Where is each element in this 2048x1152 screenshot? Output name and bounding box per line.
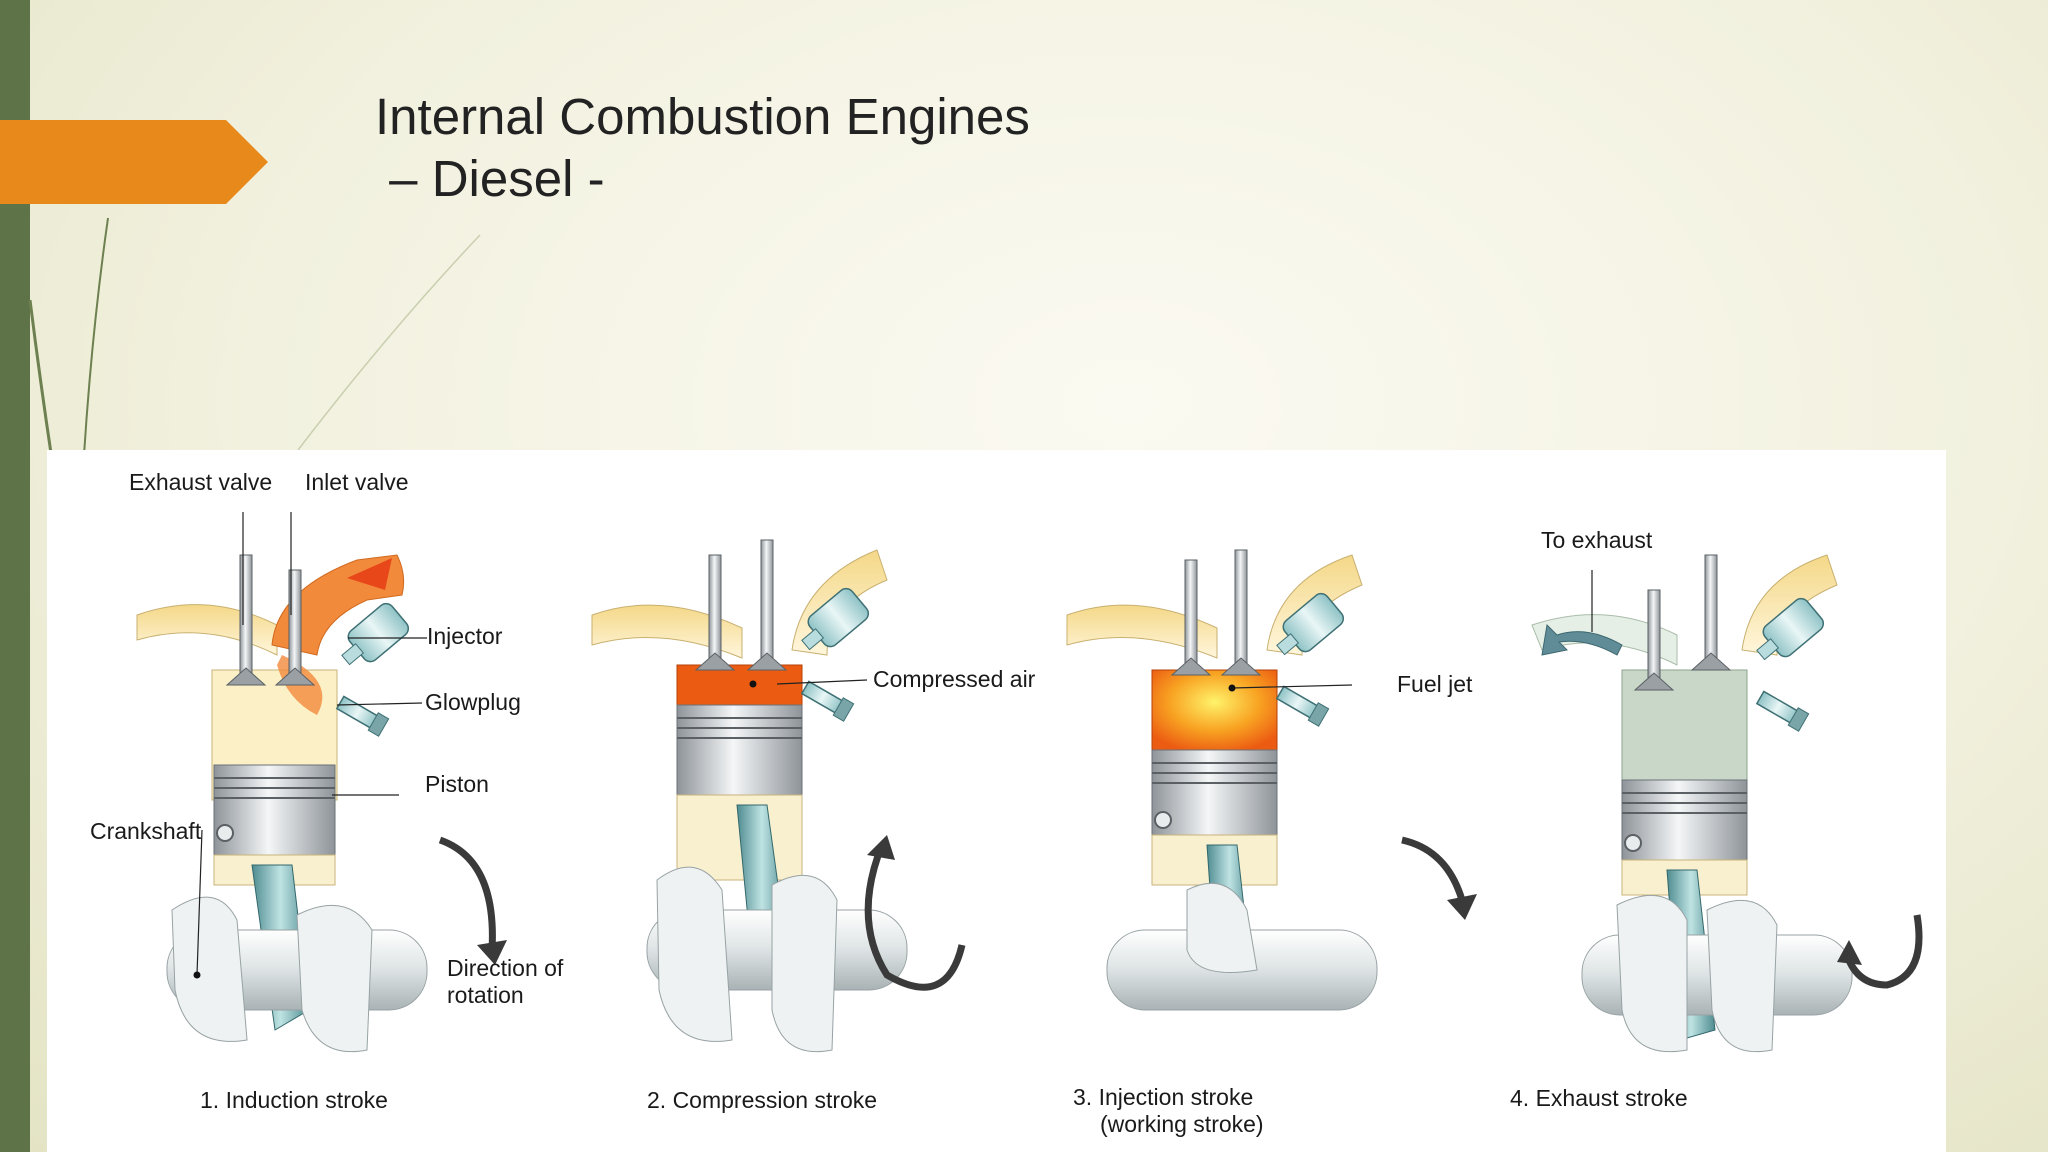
engine-induction-stroke bbox=[136, 554, 507, 1053]
label-fuel-jet: Fuel jet bbox=[1397, 671, 1473, 697]
leader-lines bbox=[196, 512, 1593, 976]
label-glowplug: Glowplug bbox=[425, 689, 521, 715]
crankshaft-dot bbox=[193, 971, 201, 979]
slide-title: Internal Combustion Engines – Diesel - bbox=[375, 86, 1030, 210]
label-direction-line1: Direction of bbox=[447, 955, 564, 981]
orange-arrow-tab bbox=[0, 120, 268, 204]
label-inlet-valve: Inlet valve bbox=[305, 469, 409, 495]
diesel-four-stroke-diagram: Exhaust valve Inlet valve Injector Glowp… bbox=[47, 450, 1946, 1152]
caption-working-stroke: (working stroke) bbox=[1100, 1111, 1264, 1137]
slide-title-line1: Internal Combustion Engines bbox=[375, 88, 1030, 145]
caption-injection-stroke: 3. Injection stroke bbox=[1073, 1084, 1253, 1110]
label-direction-line2: rotation bbox=[447, 982, 524, 1008]
engine-injection-stroke bbox=[1066, 549, 1477, 1011]
engine-compression-stroke bbox=[591, 539, 966, 1053]
slide-title-line2: – Diesel - bbox=[375, 150, 605, 207]
caption-induction-stroke: 1. Induction stroke bbox=[200, 1087, 388, 1113]
caption-exhaust-stroke: 4. Exhaust stroke bbox=[1510, 1085, 1688, 1111]
engine-exhaust-stroke bbox=[1531, 554, 1923, 1053]
label-crankshaft: Crankshaft bbox=[90, 818, 202, 844]
compressed-air-dot bbox=[749, 680, 757, 688]
fuel-jet-dot bbox=[1228, 684, 1236, 692]
caption-compression-stroke: 2. Compression stroke bbox=[647, 1087, 877, 1113]
label-to-exhaust: To exhaust bbox=[1541, 527, 1653, 553]
label-compressed-air: Compressed air bbox=[873, 666, 1036, 692]
label-piston: Piston bbox=[425, 771, 489, 797]
label-exhaust-valve: Exhaust valve bbox=[129, 469, 272, 495]
label-injector: Injector bbox=[427, 623, 503, 649]
